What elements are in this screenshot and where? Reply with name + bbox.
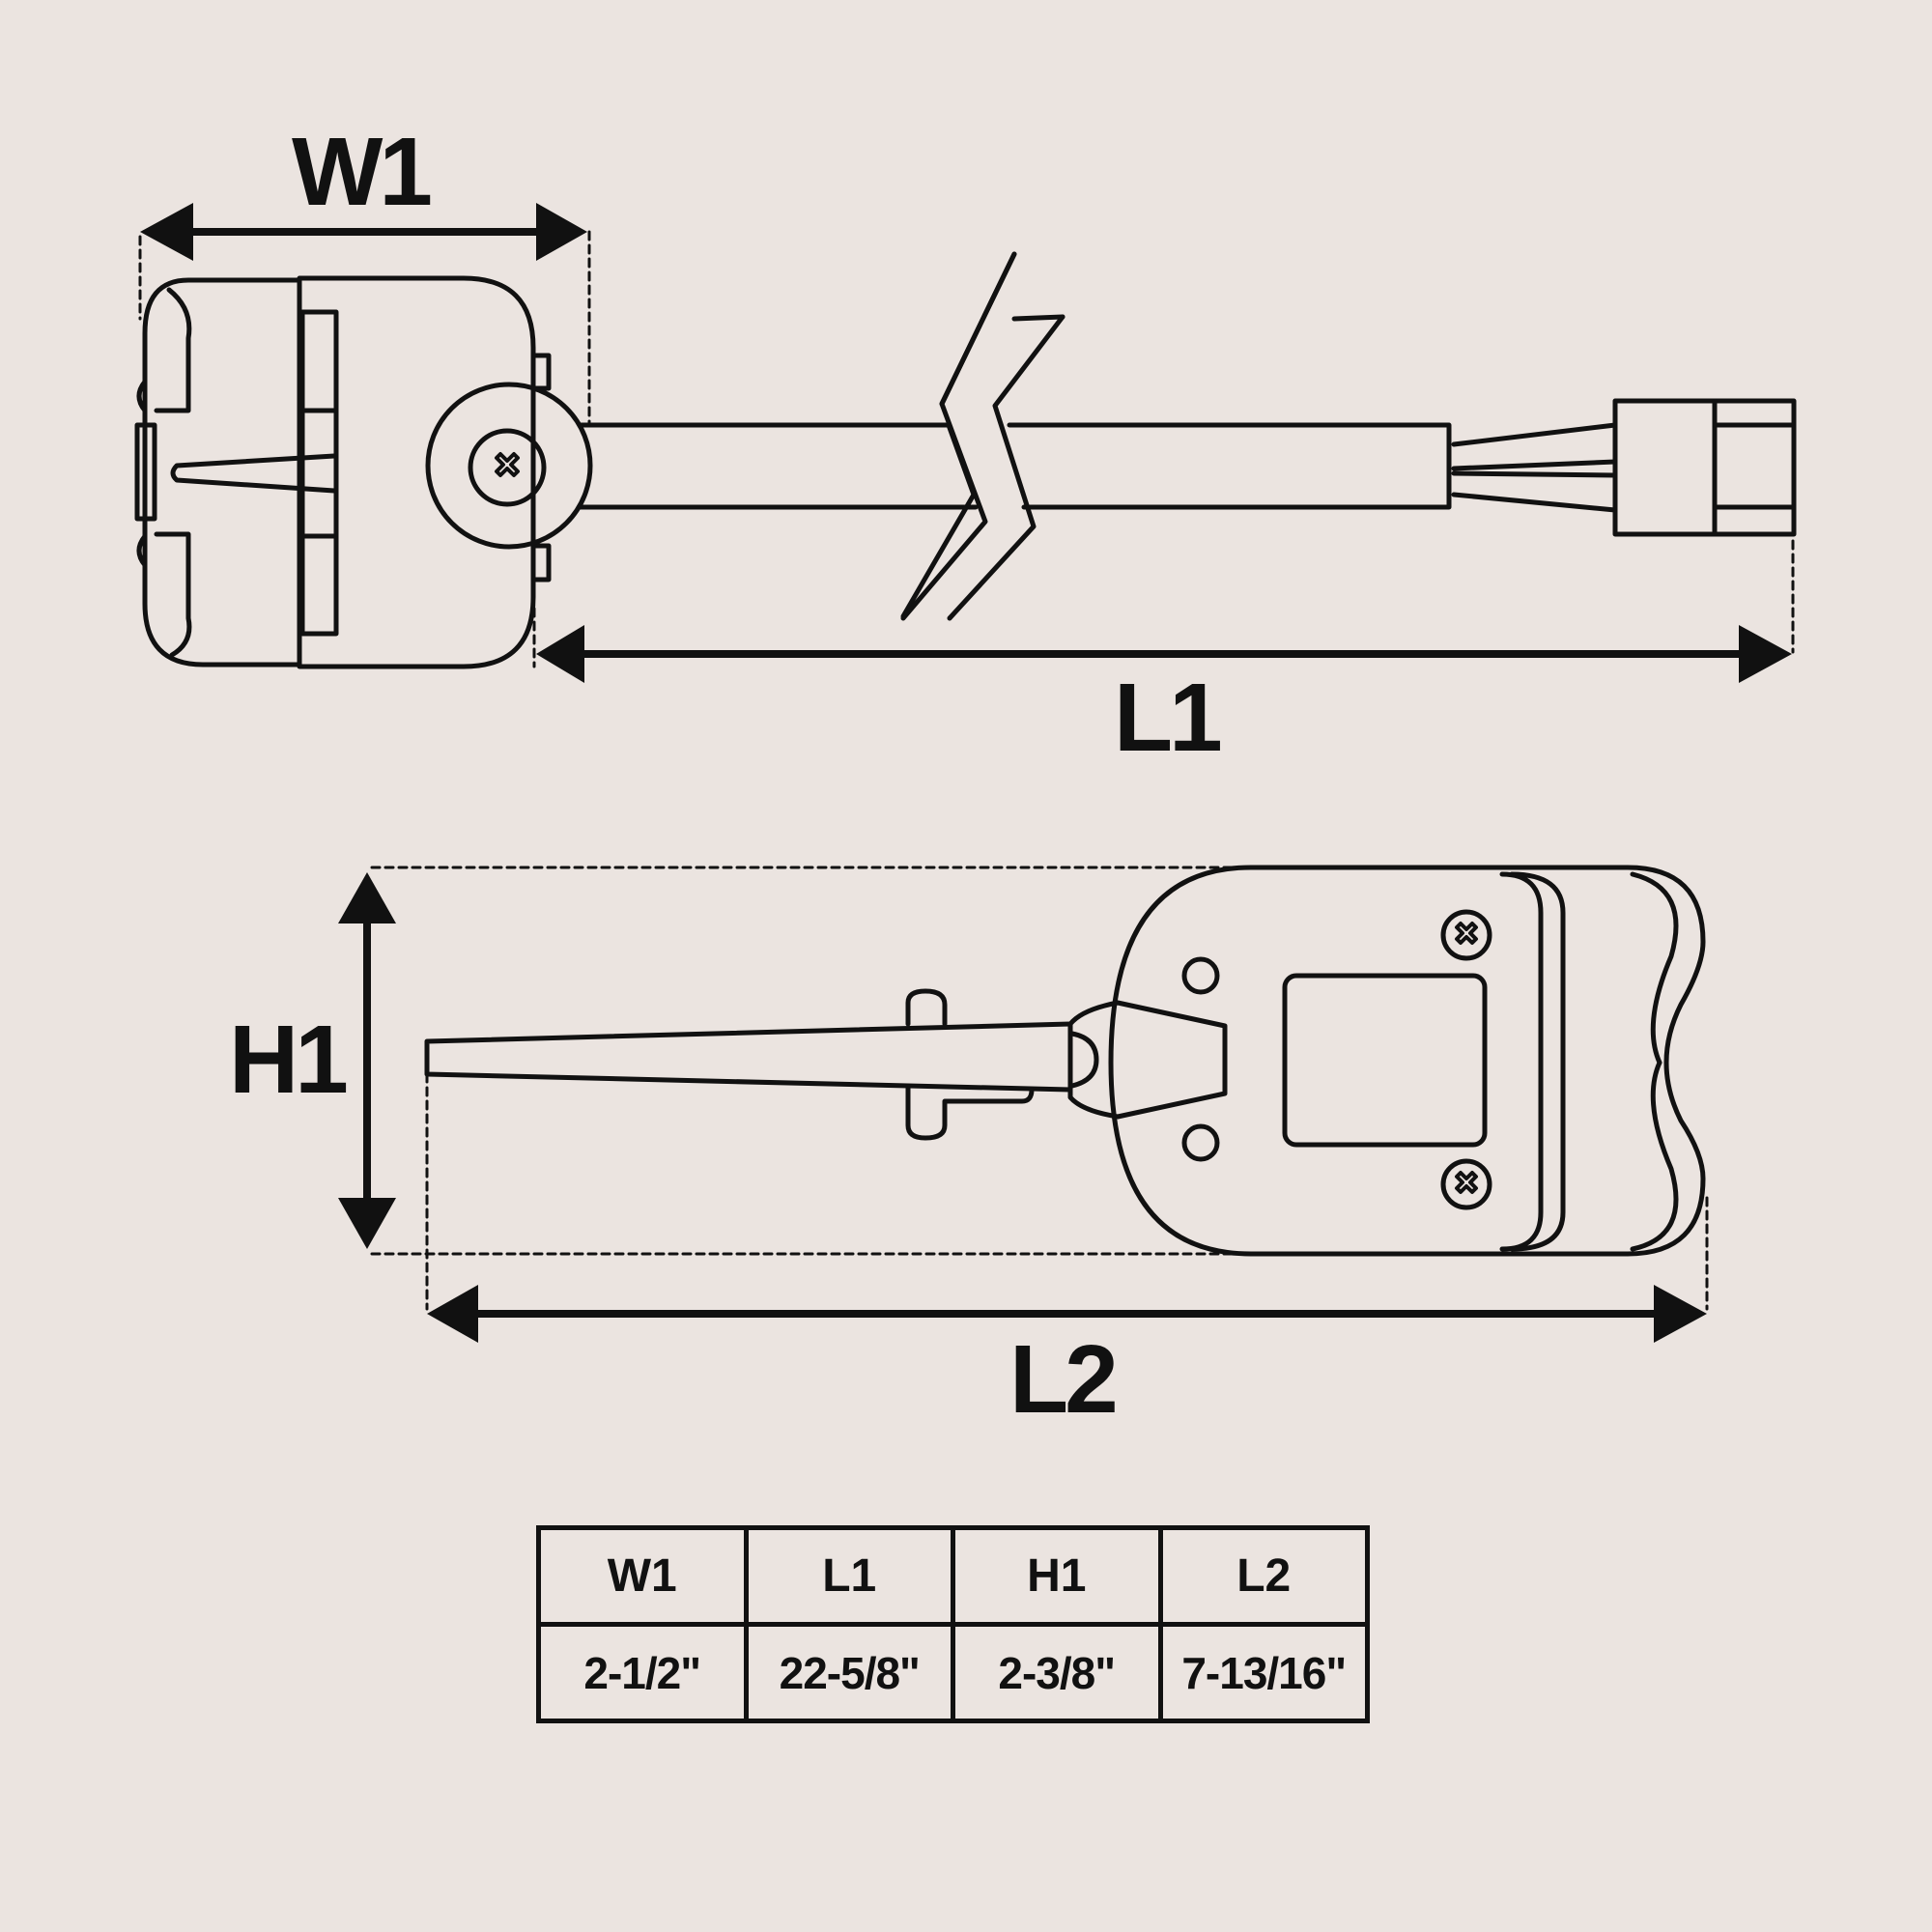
top-view-switch [134,275,593,669]
spec-header-h1: H1 [951,1525,1163,1627]
spec-table-value-row: 2-1/2" 22-5/8" 2-3/8" 7-13/16" [536,1622,1370,1723]
spec-table-header-row: W1 L1 H1 L2 [536,1525,1370,1627]
spec-value-l1: 22-5/8" [743,1622,955,1723]
side-view-switch [424,865,1706,1257]
l2-label: L2 [1009,1325,1119,1434]
spec-value-h1: 2-3/8" [951,1622,1163,1723]
dimension-lines [138,230,1795,1311]
w1-label: W1 [292,118,433,226]
arrowheads [140,203,1792,1343]
h1-label: H1 [229,1006,349,1114]
spec-value-w1: 2-1/2" [536,1622,749,1723]
top-view-connector [1451,398,1797,537]
spec-header-w1: W1 [536,1525,749,1627]
spec-header-l1: L1 [743,1525,955,1627]
spec-value-l2: 7-13/16" [1157,1622,1370,1723]
spec-table: W1 L1 H1 L2 2-1/2" 22-5/8" 2-3/8" 7-13/1… [536,1525,1370,1723]
l1-label: L1 [1114,664,1223,772]
top-view-cable [577,251,1452,621]
spec-header-l2: L2 [1157,1525,1370,1627]
